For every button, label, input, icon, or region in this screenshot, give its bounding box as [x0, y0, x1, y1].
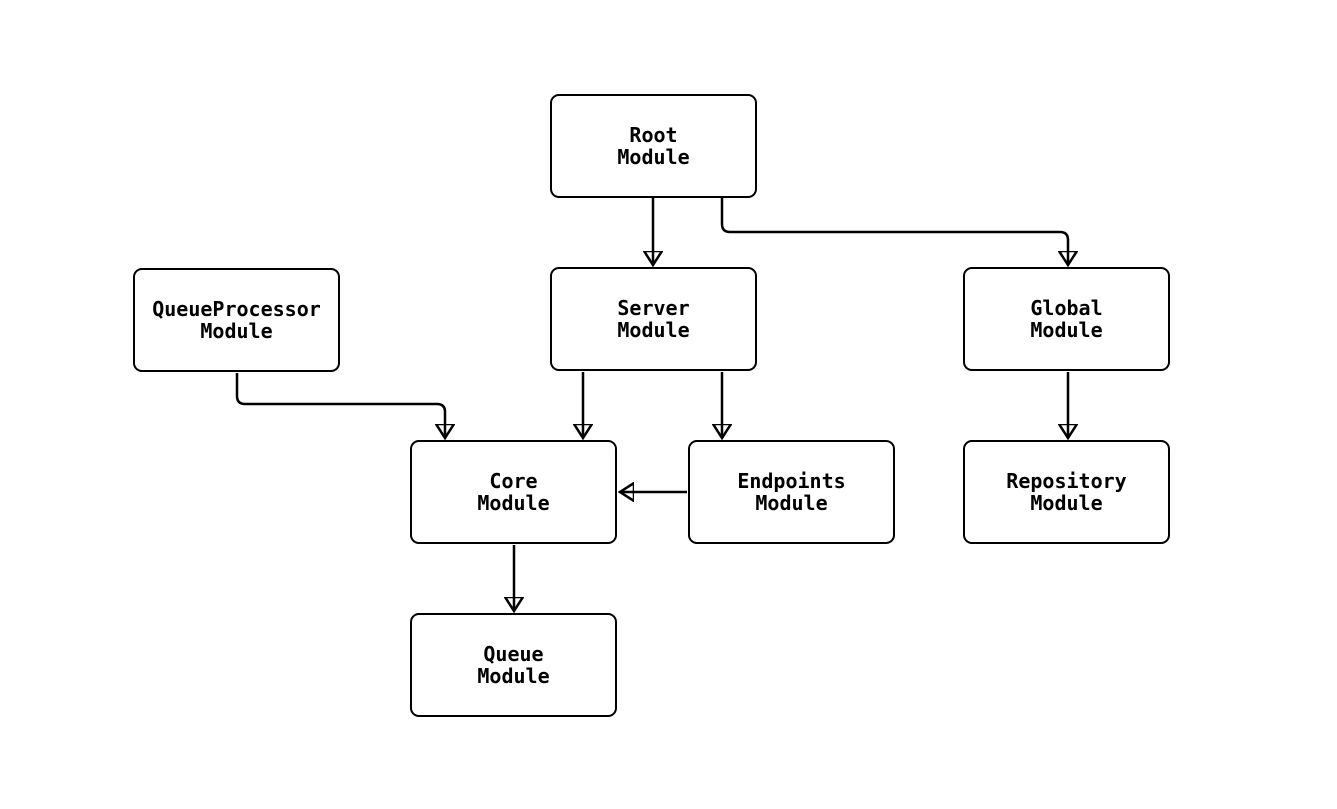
node-global-module: Global Module: [963, 267, 1170, 371]
node-queueprocessor-module-label: QueueProcessor Module: [152, 297, 321, 343]
node-core-module-label: Core Module: [477, 469, 550, 515]
node-queueprocessor-module: QueueProcessor Module: [133, 268, 340, 372]
node-root-module-label: Root Module: [617, 123, 690, 169]
node-core-module: Core Module: [410, 440, 617, 544]
node-endpoints-module-label: Endpoints Module: [737, 469, 846, 515]
node-server-module: Server Module: [550, 267, 757, 371]
node-server-module-label: Server Module: [617, 296, 690, 342]
node-endpoints-module: Endpoints Module: [688, 440, 895, 544]
edge-queueprocessor-to-core: [235, 373, 445, 438]
edge-root-to-global: [720, 198, 1068, 265]
node-repository-module-label: Repository Module: [1006, 469, 1127, 515]
node-repository-module: Repository Module: [963, 440, 1170, 544]
node-global-module-label: Global Module: [1030, 296, 1103, 342]
node-queue-module: Queue Module: [410, 613, 617, 717]
node-root-module: Root Module: [550, 94, 757, 198]
node-queue-module-label: Queue Module: [477, 642, 550, 688]
